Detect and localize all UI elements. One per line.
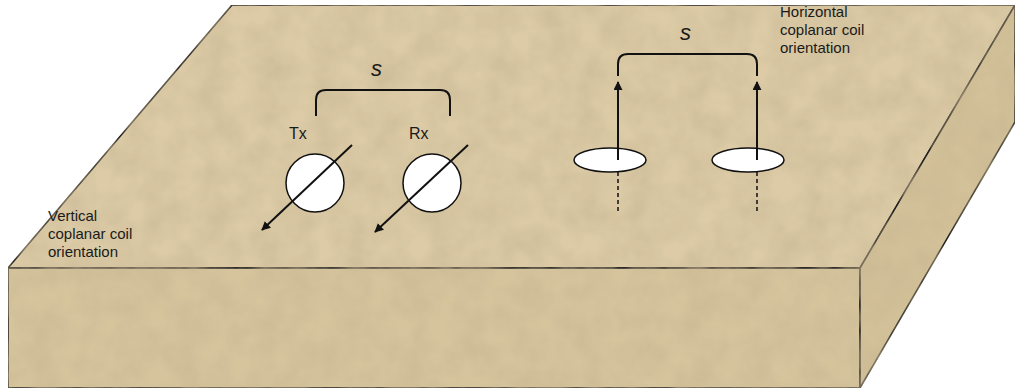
- spacing-bracket: [316, 90, 450, 116]
- coil-label: Rx: [409, 124, 429, 143]
- rx-coil: [712, 148, 784, 172]
- right-face: [860, 5, 1015, 388]
- tx-coil: [574, 148, 646, 172]
- spacing-label: s: [371, 56, 382, 82]
- dipole-arrow: [375, 145, 468, 232]
- tx-coil: [286, 154, 344, 212]
- dipole-arrow: [617, 82, 619, 160]
- spacing-bracket: [618, 54, 757, 76]
- dipole-axis: [756, 172, 758, 212]
- orientation-note: Vertical coplanar coil orientation: [48, 207, 158, 261]
- dipole-arrow: [262, 145, 352, 230]
- soil-block: [8, 5, 1015, 388]
- orientation-note: Horizontal coplanar coil orientation: [780, 3, 892, 57]
- front-face: [8, 268, 860, 388]
- top-face: [8, 5, 1015, 268]
- spacing-label: s: [680, 20, 691, 46]
- rx-coil: [403, 154, 461, 212]
- dipole-arrow: [756, 82, 758, 160]
- coil-label: Tx: [289, 124, 307, 143]
- dipole-axis: [617, 172, 619, 212]
